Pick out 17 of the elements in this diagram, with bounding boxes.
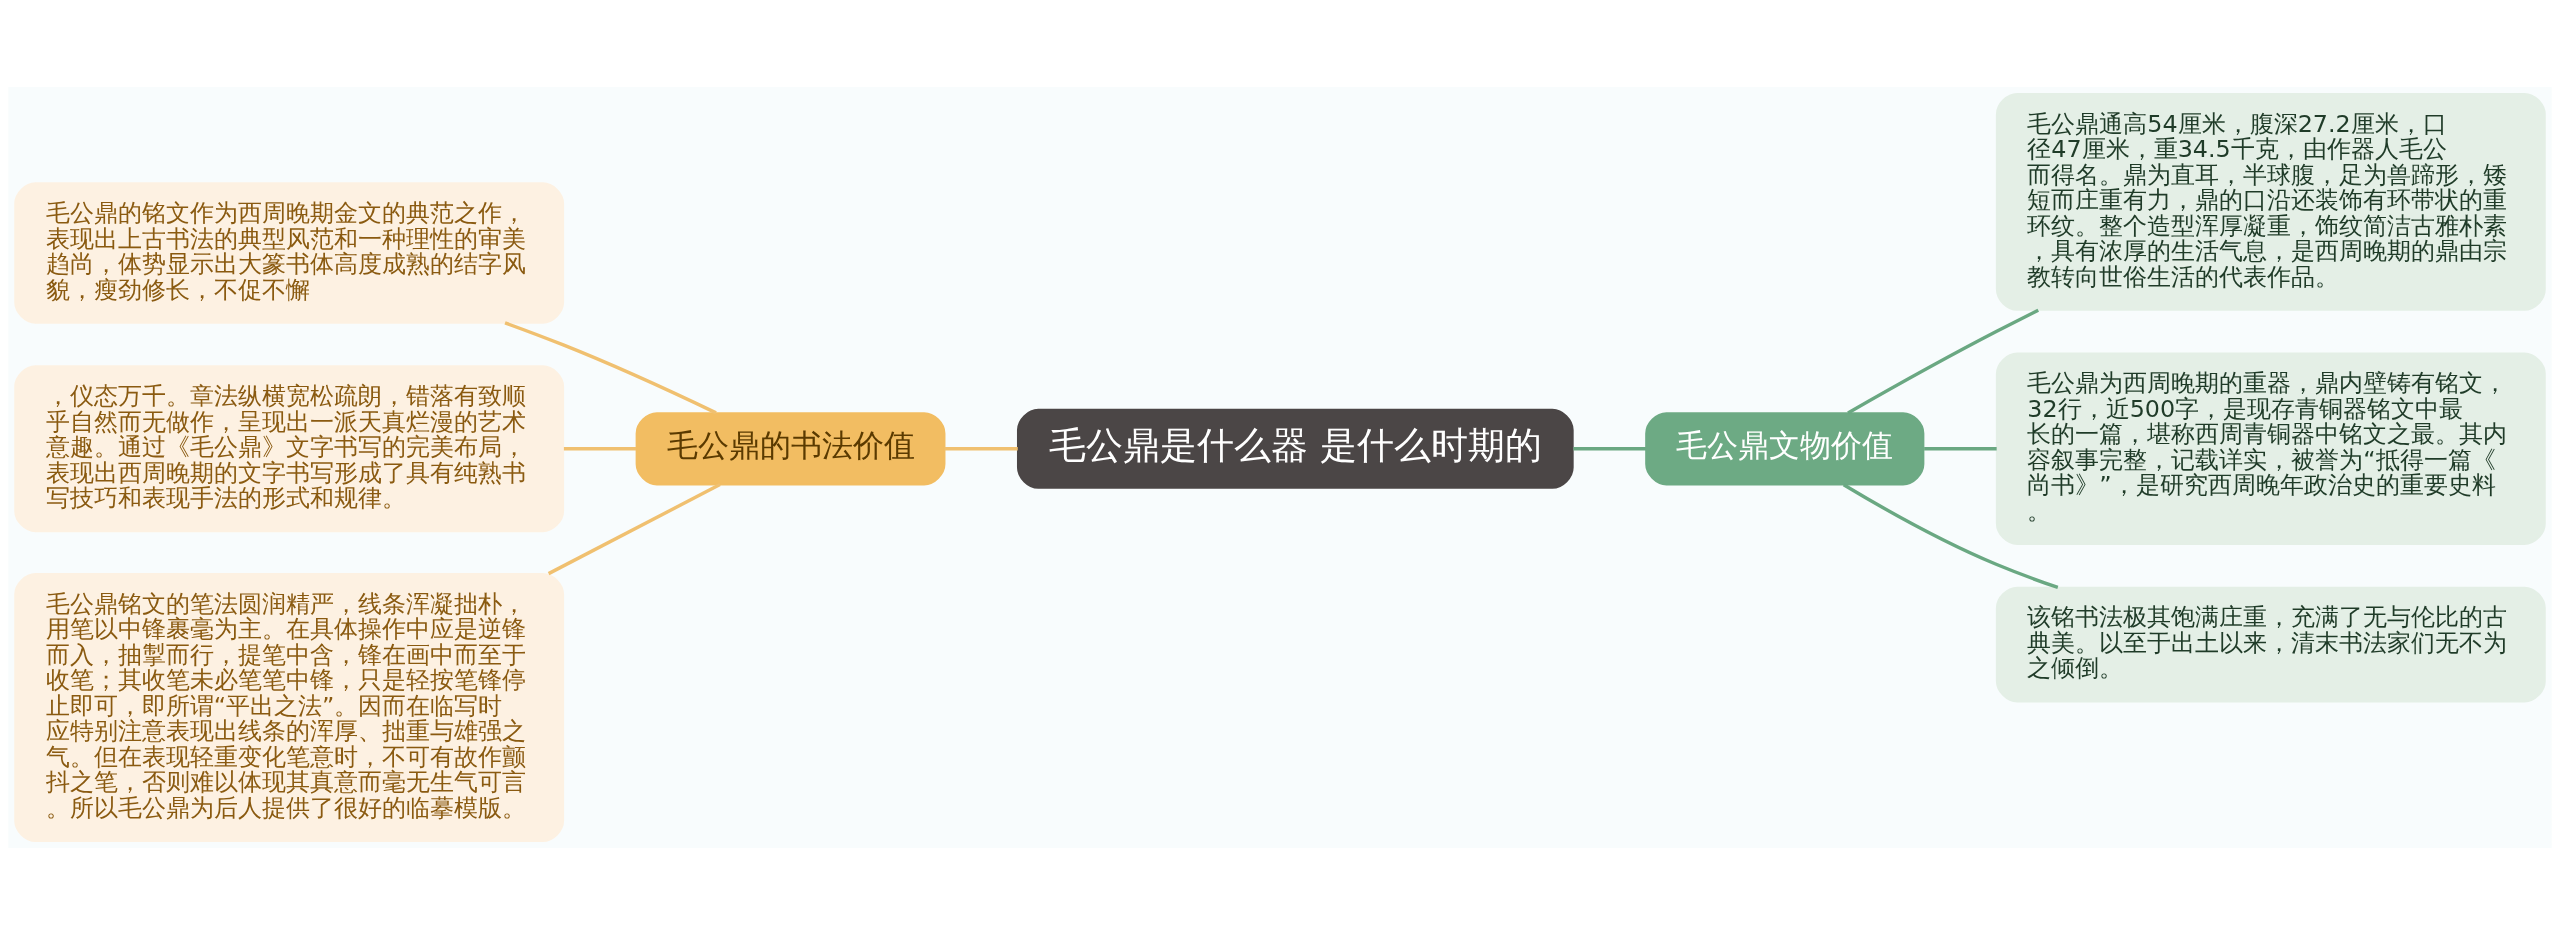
connector — [547, 482, 721, 575]
node-box: 毛公鼎文物价值 — [1645, 411, 1925, 485]
connector — [504, 320, 717, 414]
connector — [1924, 446, 1997, 450]
node-box: 毛公鼎通高54厘米，腹深27.2厘米，口径47厘米，重34.5千克，由作器人毛公而得名。鼎为直耳，半球腹，足为兽蹄形，矮短而庄重有力，鼎的口沿还装饰有环带状的重环纹。整个造型浑厚凝重，饰纹简洁古雅朴素，具有浓厚的生活气息，是西周晚期的鼎由宗教转向世俗生活的代表作品。 — [1995, 92, 2546, 311]
node-box: ，仪态万千。章法纵横宽松疏朗，错落有致顺乎自然而无做作，呈现出一派天真烂漫的艺术意趣。通过《毛公鼎》文字书写的完美布局，表现出西周晚期的文字书写形成了具有纯熟书写技巧和表现手法的形式和规律。 — [14, 364, 565, 532]
connector — [1573, 446, 1646, 450]
node-box: 毛公鼎为西周晚期的重器，鼎内壁铸有铭文，32行，近500字，是现存青铜器铭文中最长的一篇，堪称西周青铜器中铭文之最。其内容叙事完整，记载详实，被誉为“抵得一篇《尚书》”，是研究西周晚年政治史的重要史料。 — [1995, 352, 2546, 545]
node-box: 毛公鼎是什么器 是什么时期的 — [1016, 408, 1574, 489]
node-box: 毛公鼎铭文的笔法圆润精严，线条浑凝拙朴，用笔以中锋裹毫为主。在具体操作中应是逆锋而入，抽掣而行，提笔中含，锋在画中而至于收笔；其收笔未必笔笔中锋，只是轻按笔锋停止即可，即所谓“平出之法”。因而在临写时应特别注意表现出线条的浑厚、拙重与雄强之气。但在表现轻重变化笔意时，不可有故作颤抖之笔，否则难以体现其真意而毫无生气可言。所以毛公鼎为后人提供了很好的临摹模版。 — [14, 572, 565, 842]
node-box: 毛公鼎的书法价值 — [635, 411, 946, 485]
connector — [1842, 482, 2059, 589]
node-box: 毛公鼎的铭文作为西周晚期金文的典范之作，表现出上古书法的典型风范和一种理性的审美趋尚，体势显示出大篆书体高度成熟的结字风貌，瘦劲修长，不促不懈 — [14, 181, 565, 324]
connector — [563, 446, 637, 450]
connector — [1847, 308, 2039, 414]
connector — [944, 446, 1018, 450]
node-box: 该铭书法极其饱满庄重，充满了无与伦比的古典美。以至于出土以来，清末书法家们无不为之倾倒。 — [1995, 586, 2546, 702]
